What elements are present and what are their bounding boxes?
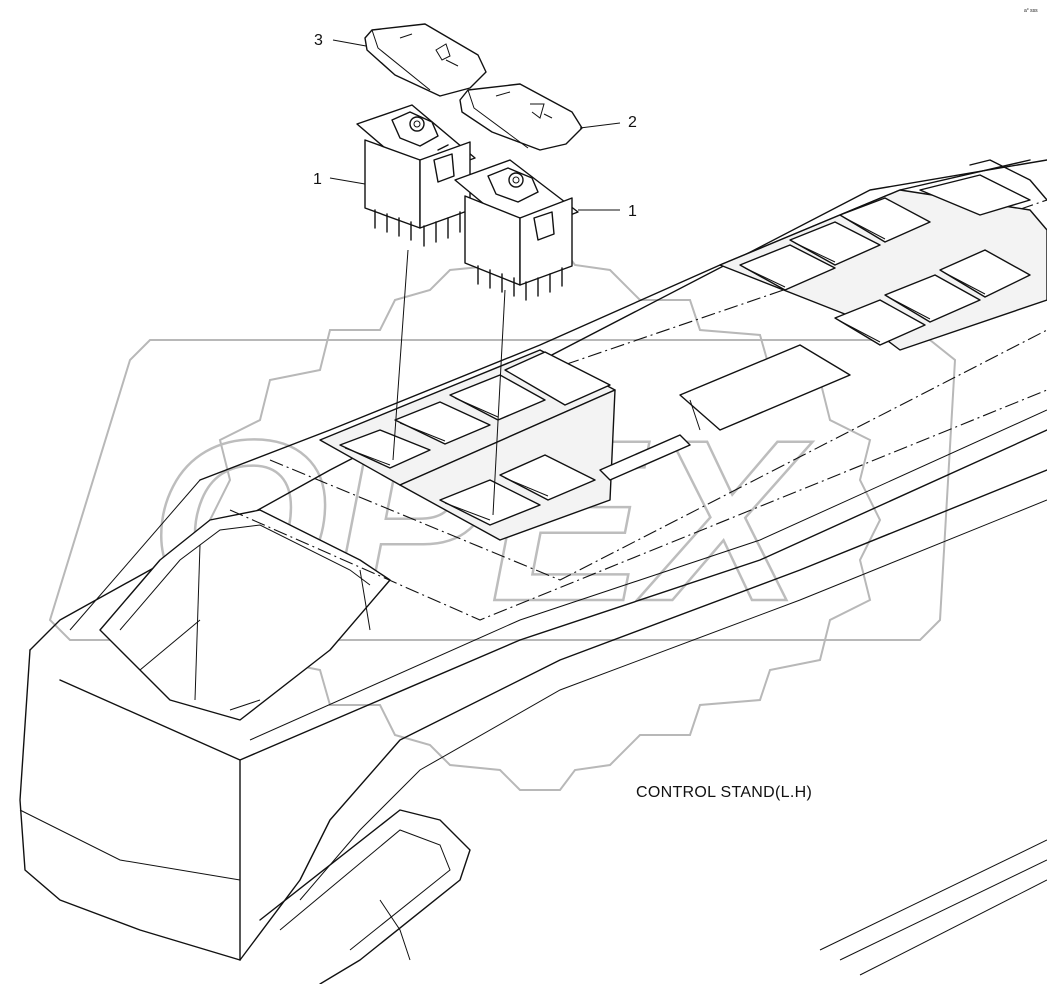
- socket-row-left: [339, 351, 611, 469]
- callout-1a: 1: [313, 171, 322, 188]
- callouts: 3 2 1 1: [313, 32, 637, 220]
- rocker-cap-2: [459, 83, 583, 151]
- callout-1b: 1: [628, 203, 637, 220]
- rocker-switch-left: [356, 104, 476, 247]
- socket-row-right: [719, 159, 1047, 351]
- switch-panel: [319, 159, 1047, 541]
- leader-lines: [392, 249, 506, 516]
- diagram-caption: CONTROL STAND(L.H): [636, 784, 812, 801]
- callout-2: 2: [628, 114, 637, 131]
- callout-3: 3: [314, 32, 323, 49]
- corner-code: a° sss: [1024, 8, 1038, 14]
- rocker-switch-right: [454, 159, 579, 301]
- socket-row-mid: [439, 454, 596, 526]
- rocker-cap-3: [364, 23, 487, 97]
